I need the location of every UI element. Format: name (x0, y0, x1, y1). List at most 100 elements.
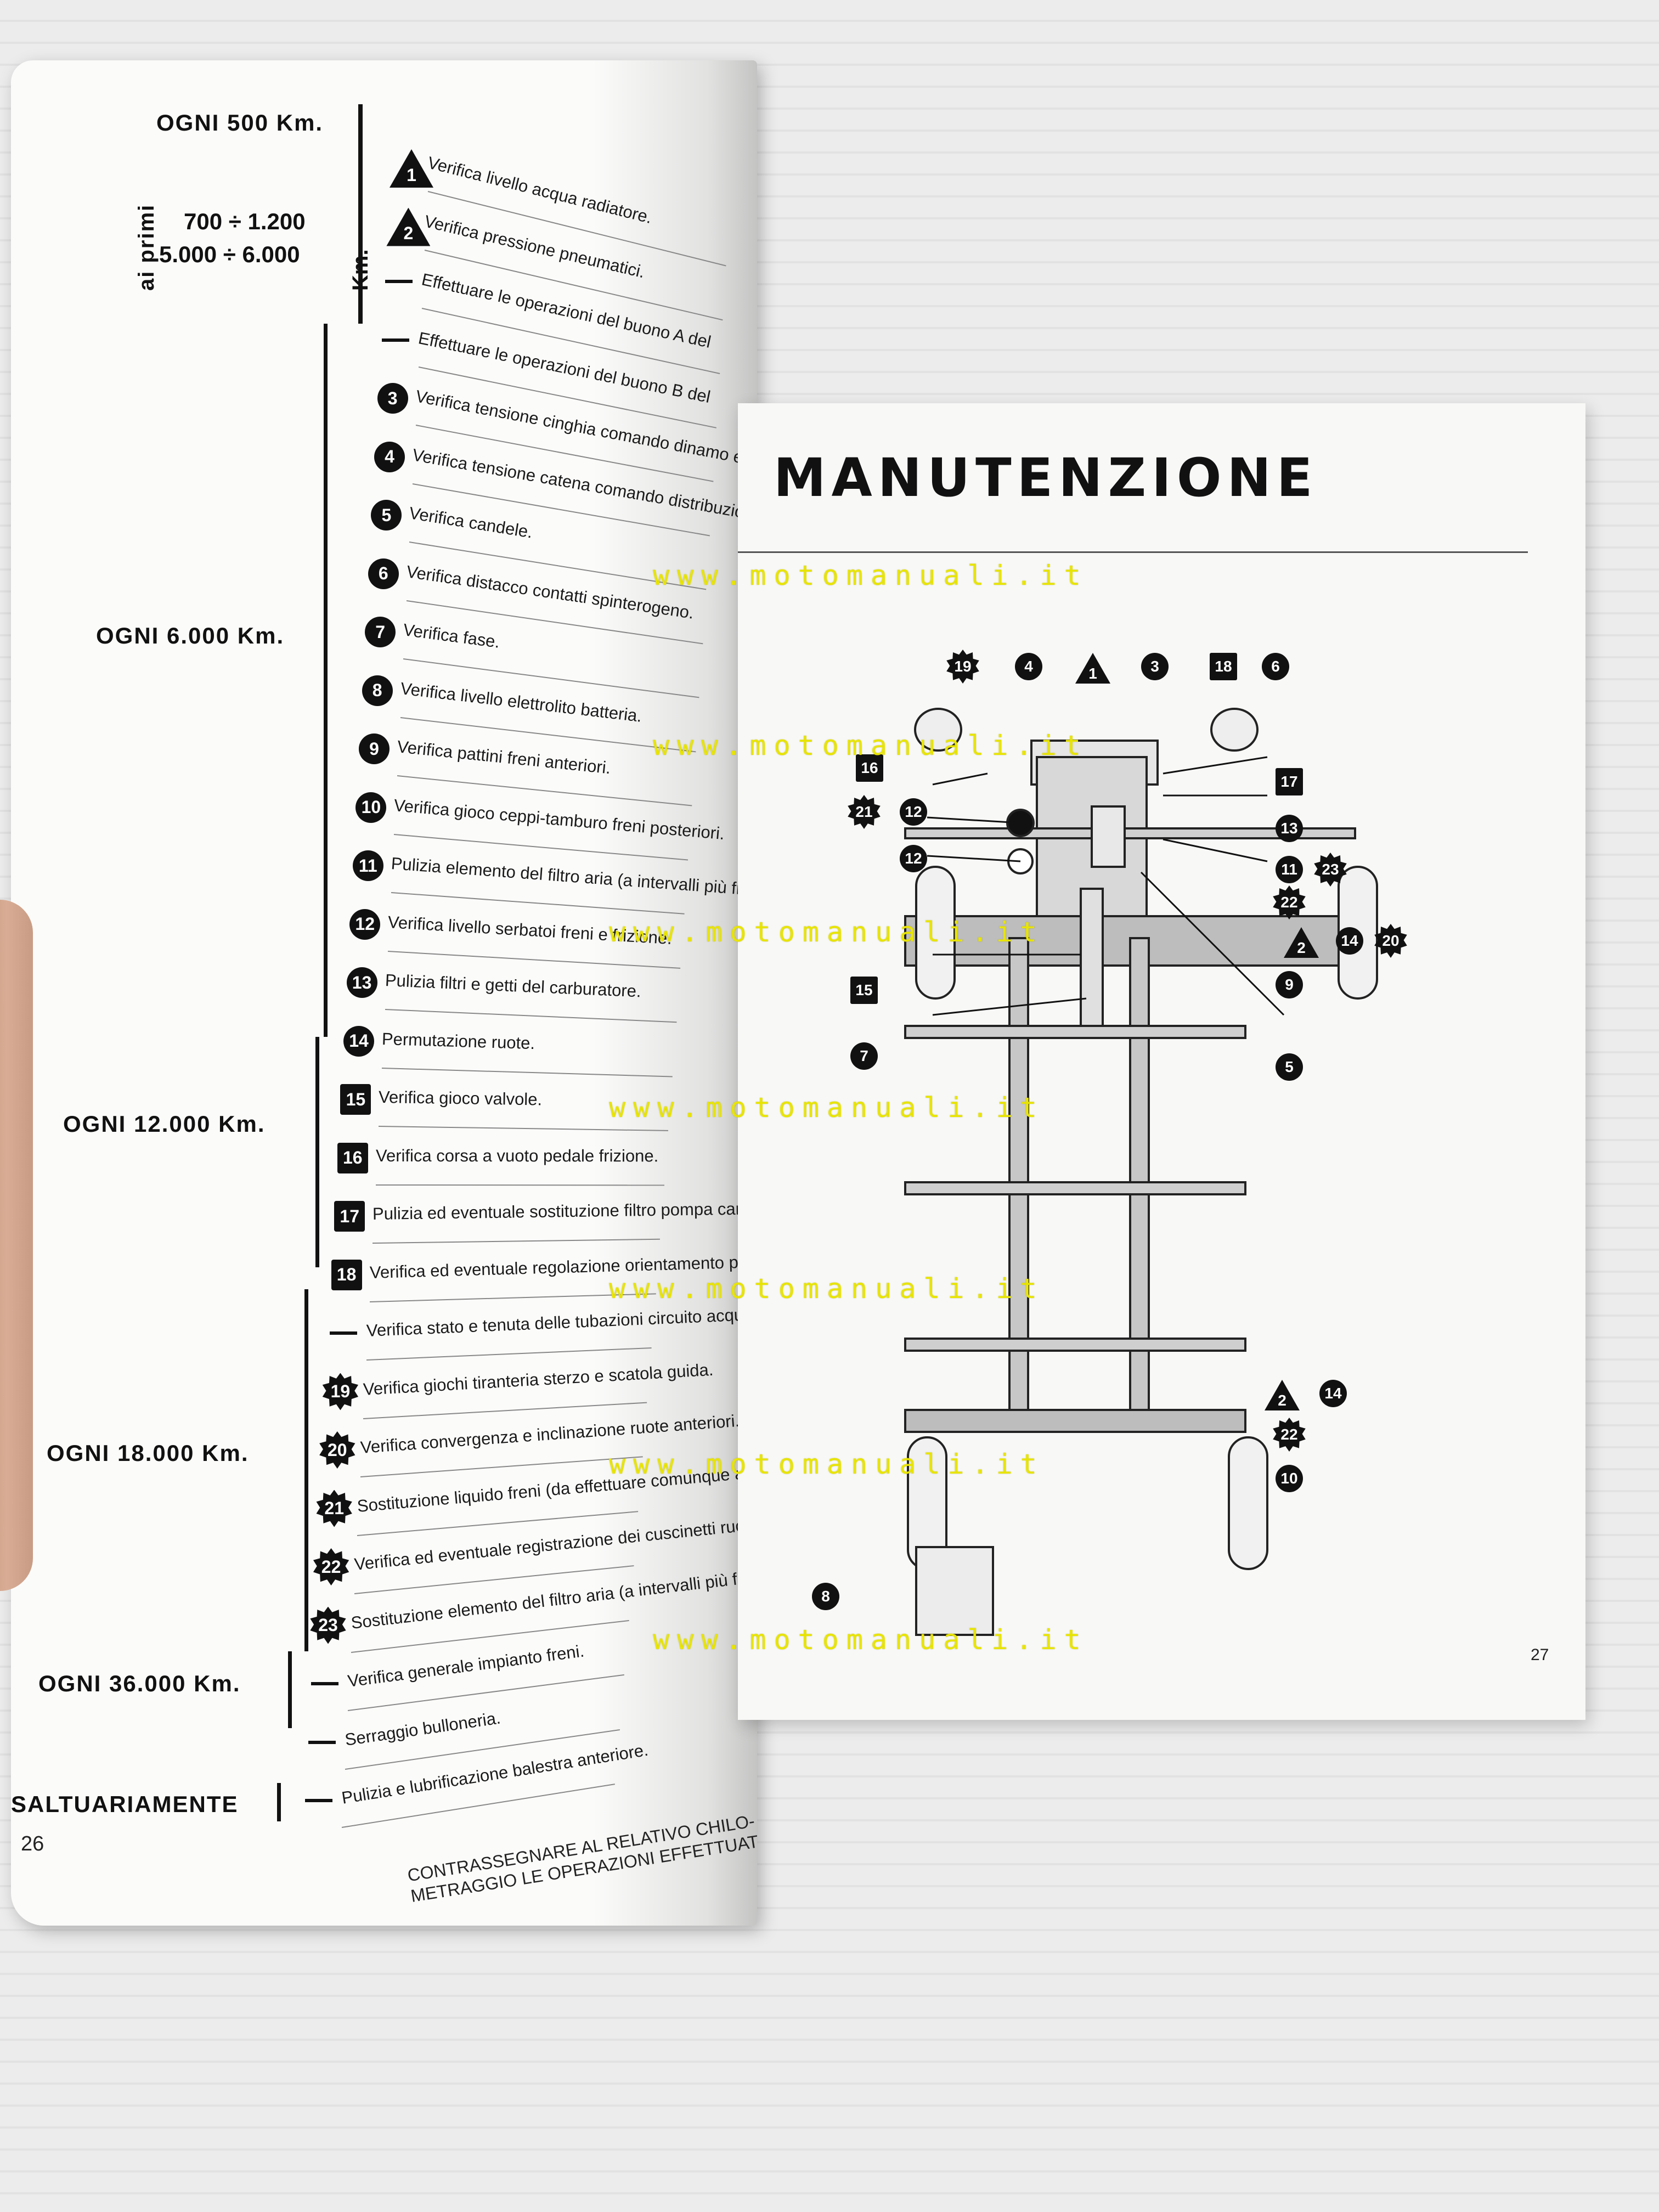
operation-marker-number: 5 (381, 505, 392, 525)
operation-marker-circle: 6 (368, 558, 399, 589)
operation-text: Verifica pattini freni anteriori. (396, 737, 612, 778)
diagram-callout-number: 1 (1088, 665, 1097, 682)
diagram-callout: 9 (1276, 971, 1303, 998)
operation-marker-number: 3 (387, 388, 398, 408)
watermark-4: www.motomanuali.it (609, 1092, 1045, 1124)
interval-label: OGNI 6.000 Km. (96, 623, 285, 648)
battery (1091, 805, 1126, 868)
thumb (0, 900, 33, 1591)
operation-marker-triangle: 1 (390, 149, 433, 188)
operation-marker-circle: 13 (346, 967, 377, 998)
crossmember-2 (904, 1181, 1246, 1195)
km-range-2: 5.000 ÷ 6.000 (159, 241, 300, 267)
diagram-callout-number: 6 (1271, 658, 1280, 675)
operation-marker-number: 21 (324, 1498, 344, 1518)
diagram-callout-number: 14 (1324, 1385, 1342, 1402)
operation-marker-circle: 4 (374, 441, 405, 472)
diagram-callout: 17 (1276, 768, 1303, 795)
operation-marker-star: 22 (316, 1551, 347, 1582)
diagram-callout-number: 2 (1278, 1392, 1286, 1409)
operation-marker-number: 15 (346, 1089, 366, 1109)
diagram-callout: 5 (1276, 1053, 1303, 1081)
diagram-callout-number: 8 (821, 1588, 830, 1605)
operation-marker-circle: 14 (343, 1025, 374, 1057)
operation-marker-number: 18 (336, 1265, 357, 1284)
right-headlight (1210, 708, 1259, 752)
operation-marker-number: 2 (403, 223, 414, 243)
diagram-callout: 12 (900, 798, 927, 826)
diagram-callout: 18 (1210, 653, 1237, 680)
operation-marker-square: 15 (340, 1084, 371, 1115)
interval-label-500: OGNI 500 Km. (156, 110, 324, 136)
interval-label: OGNI 36.000 Km. (38, 1671, 241, 1696)
leader-7 (932, 997, 1087, 1016)
right-page (738, 403, 1585, 1720)
operation-marker-number: 17 (340, 1206, 359, 1226)
diagram-callout: 6 (1262, 653, 1289, 680)
diagram-callout: 7 (850, 1042, 878, 1070)
diagram-callout-number: 17 (1280, 773, 1298, 790)
operation-marker-star: 23 (313, 1610, 343, 1641)
interval-bracket (277, 1783, 281, 1821)
operation-marker-number: 11 (358, 855, 377, 876)
diagram-callout: 8 (812, 1583, 839, 1610)
operation-marker-number: 10 (361, 797, 381, 817)
diagram-callout-number: 12 (905, 803, 922, 820)
km-range-1: 700 ÷ 1.200 (184, 208, 306, 234)
operation-marker-circle: 11 (352, 850, 383, 881)
diagram-callout-number: 9 (1285, 976, 1294, 993)
leader-11 (1163, 838, 1268, 862)
exhaust-pipe (1080, 888, 1104, 1027)
operation-marker-triangle: 2 (386, 208, 430, 246)
diagram-callout-number: 23 (1322, 861, 1339, 878)
diagram-callout: 19 (949, 653, 977, 680)
diagram-callout: 22 (1276, 889, 1303, 916)
diagram-callout-number: 22 (1280, 894, 1298, 911)
watermark-1: www.motomanuali.it (653, 560, 1088, 591)
operation-text: Verifica corsa a vuoto pedale frizione. (375, 1146, 659, 1165)
dash-marker (303, 1785, 334, 1816)
diagram-callout: 4 (1015, 653, 1042, 680)
interval-bracket (288, 1651, 292, 1728)
operation-text: Permutazione ruote. (381, 1029, 535, 1053)
diagram-callout: 16 (856, 754, 883, 782)
rear-right-wheel (1228, 1436, 1268, 1570)
leader-5 (1140, 871, 1285, 1016)
diagram-callout-number: 18 (1215, 658, 1232, 675)
diagram-callout: 12 (900, 845, 927, 872)
diagram-callout-number: 15 (855, 981, 873, 998)
leader-12b (927, 855, 1021, 862)
dash-marker (380, 325, 411, 356)
operation-marker-star: 20 (322, 1435, 353, 1465)
diagram-callout-number: 7 (860, 1047, 868, 1064)
operation-text: Serraggio bulloneria. (343, 1707, 502, 1750)
watermark-7: www.motomanuali.it (653, 1624, 1088, 1656)
operation-marker-circle: 3 (377, 383, 408, 414)
diagram-callout-number: 20 (1382, 932, 1400, 949)
operation-marker-number: 1 (407, 165, 416, 185)
dash-marker (383, 266, 414, 297)
watermark-6: www.motomanuali.it (609, 1448, 1045, 1480)
operation-marker-number: 8 (372, 680, 382, 700)
diagram-callout-number: 2 (1297, 939, 1306, 956)
dash-marker (307, 1727, 337, 1758)
diagram-callout-number: 16 (861, 759, 878, 776)
crossmember-1 (904, 1025, 1246, 1039)
page-number-right: 27 (1531, 1646, 1549, 1664)
diagram-callout: 23 (1317, 856, 1344, 883)
diagram-callout: 14 (1336, 927, 1363, 955)
title-rule (738, 551, 1528, 553)
interval-bracket (304, 1289, 308, 1651)
operation-separator (375, 1184, 664, 1186)
operation-marker-number: 16 (343, 1148, 363, 1167)
diagram-callout-number: 21 (855, 803, 873, 820)
diagram-callout: 3 (1141, 653, 1169, 680)
interval-label: SALTUARIAMENTE (11, 1791, 239, 1817)
diagram-callout: 15 (850, 977, 878, 1004)
interval-label: OGNI 12.000 Km. (63, 1111, 266, 1137)
leader-17 (1163, 756, 1268, 775)
watermark-5: www.motomanuali.it (609, 1273, 1045, 1305)
diagram-callout-number: 22 (1280, 1426, 1298, 1443)
operation-marker-number: 9 (369, 738, 379, 759)
